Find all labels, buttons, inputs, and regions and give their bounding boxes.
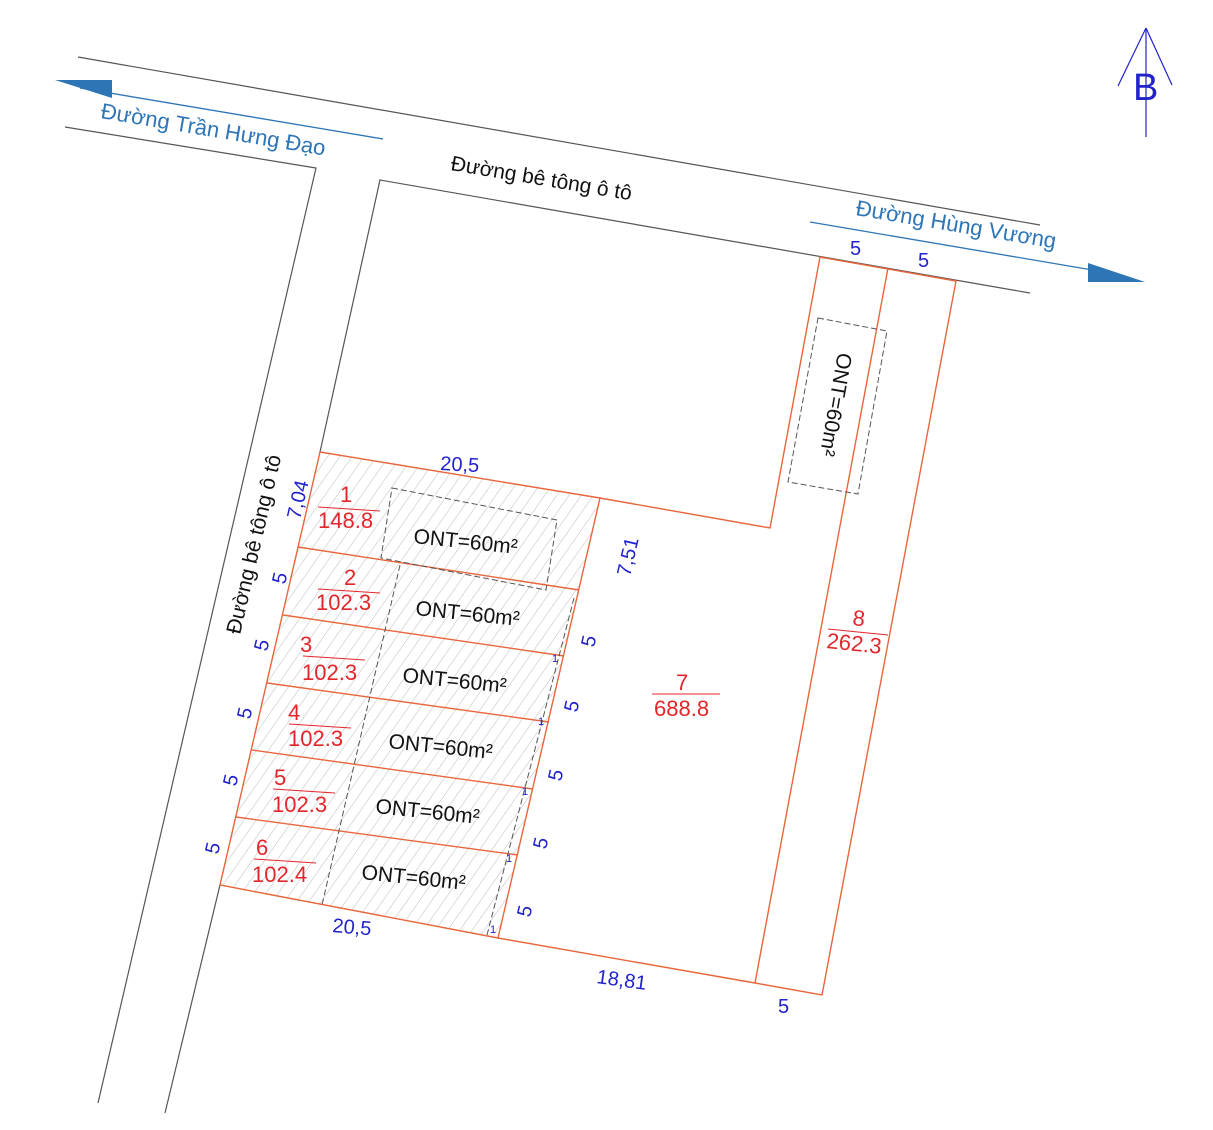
dimension-labels: 20,5 20,5 7,04 7,51 5 5 5 5 5 5 5 5 5 5 … (201, 238, 929, 1018)
dimension-label: 5 (233, 705, 257, 721)
lot-number: 5 (274, 765, 286, 790)
dimension-label: 5 (250, 637, 274, 653)
dimension-label: 5 (201, 840, 225, 856)
dimension-label: 5 (219, 772, 243, 788)
dimension-label: 5 (560, 698, 584, 714)
dimension-label: 5 (850, 238, 861, 260)
dimension-label: 1 (506, 853, 512, 865)
lot-ont: ONT=60m² (815, 351, 856, 458)
lot-area: 102.3 (302, 660, 357, 685)
dimension-label: 1 (522, 786, 528, 798)
dimension-label: 1 (552, 653, 558, 665)
tran-hung-dao-arrow (55, 80, 384, 140)
dimension-label: 20,5 (332, 915, 373, 940)
dimension-label: 5 (513, 903, 537, 919)
dimension-label: 5 (577, 633, 601, 649)
lot-area: 148.8 (318, 508, 373, 533)
dimension-label: 18,81 (595, 966, 648, 995)
lot-number: 4 (288, 700, 300, 725)
lot-number: 7 (676, 670, 688, 695)
dimension-label: 5 (529, 835, 553, 851)
lot-number: 6 (256, 835, 268, 860)
lot-area: 102.3 (272, 792, 327, 817)
lot-area: 688.8 (654, 696, 709, 721)
lot-area: 102.3 (316, 590, 371, 615)
lot-boundaries (219, 256, 957, 996)
dimension-label: 5 (544, 767, 568, 783)
dimension-label: 1 (538, 716, 544, 728)
lot-area: 102.3 (288, 726, 343, 751)
lot-number: 2 (344, 565, 356, 590)
dimension-label: 5 (918, 250, 929, 272)
hatched-lots (220, 452, 600, 938)
dimension-label: 1 (490, 924, 496, 936)
lot-number: 1 (340, 482, 352, 507)
lot-number: 3 (300, 632, 312, 657)
lot-area: 262.3 (825, 628, 882, 659)
north-arrow-icon: B (1117, 27, 1173, 137)
lot-area: 102.4 (252, 862, 307, 887)
building-footprints (321, 317, 888, 936)
lot-8: 8 262.3 ONT=60m² (815, 351, 889, 659)
lot-number: 8 (851, 605, 866, 631)
lot-7: 7 688.8 (652, 670, 720, 721)
hung-vuong-arrow (809, 221, 1145, 282)
dimension-label: 5 (778, 996, 789, 1018)
street-hung-vuong: Đường Hùng Vương (854, 195, 1058, 253)
north-label: B (1133, 67, 1158, 109)
dimension-label: 7,51 (613, 535, 643, 578)
dimension-label: 20,5 (440, 453, 480, 477)
dimension-label: 5 (268, 570, 292, 586)
street-concrete-left: Đường bê tông ô tô (222, 453, 286, 637)
road-lines (64, 56, 1041, 1114)
